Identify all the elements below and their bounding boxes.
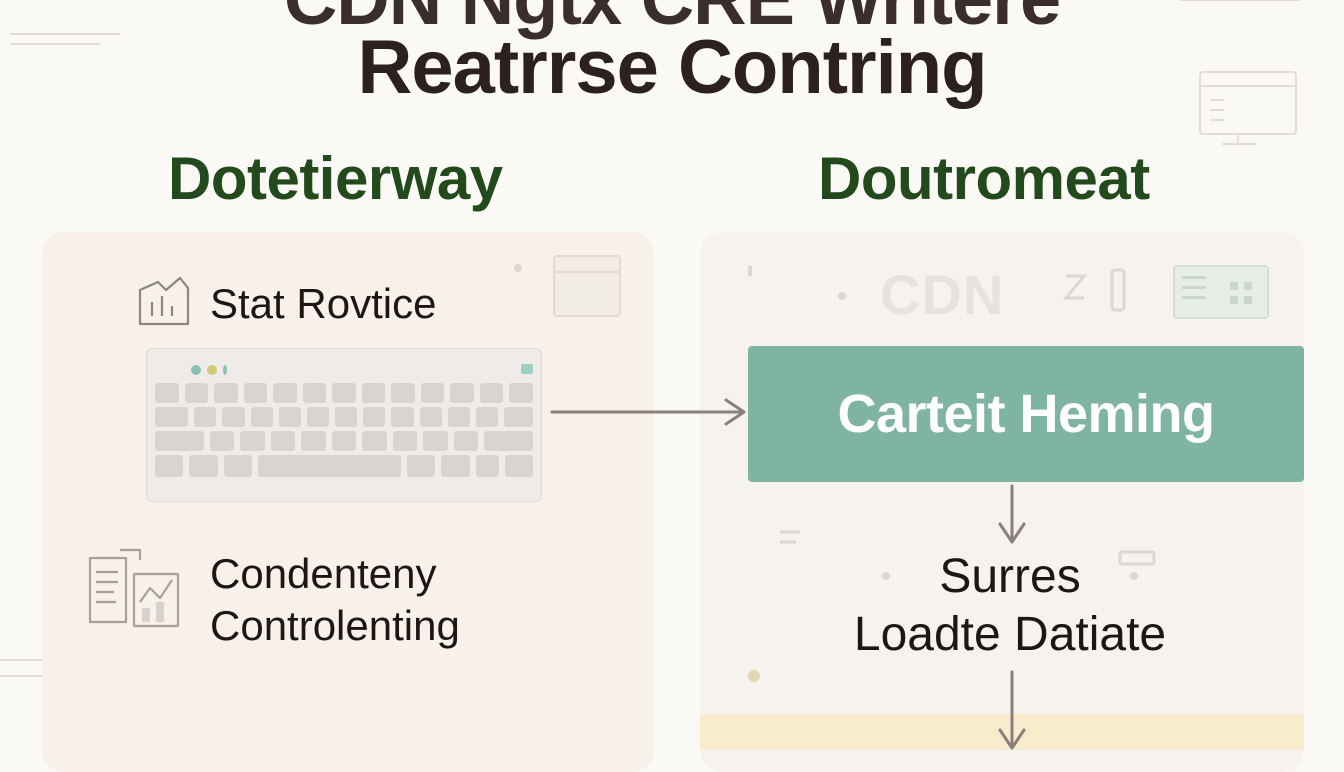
right-panel-decoration — [748, 265, 1269, 682]
content-controlling-label: Condenteny Controlenting — [210, 548, 460, 652]
right-column-heading: Doutromeat — [818, 145, 1150, 212]
faded-cdn-label: CDN — [880, 263, 1005, 326]
left-panel-decoration — [514, 255, 621, 317]
result-line-2: Loadte Datiate — [853, 608, 1167, 661]
keyboard-icon — [146, 348, 542, 502]
arrow-box-to-result — [998, 484, 1026, 544]
result-label: Surres Loadte Datiate — [700, 548, 1320, 664]
keyboard-row — [155, 407, 533, 427]
arrow-result-to-band — [998, 670, 1026, 750]
right-panel — [700, 232, 1304, 772]
content-caching-box: Carteit Heming — [748, 346, 1304, 482]
result-line-1: Surres — [939, 550, 1081, 603]
title-top-line: CDN Ngtx CRE Writere — [0, 0, 1344, 41]
flow-arrows — [550, 398, 1026, 750]
indicator-dot — [191, 365, 201, 375]
chart-icon — [138, 276, 190, 326]
keyboard-row — [155, 455, 533, 477]
left-panel — [42, 232, 654, 772]
arrow-keyboard-to-box — [550, 398, 746, 426]
keyboard-row — [155, 383, 533, 403]
stat-service-label: Stat Rovtice — [210, 280, 437, 327]
document-chart-icon — [88, 548, 180, 628]
left-column-heading: Dotetierway — [168, 145, 503, 212]
page-title: Reatrrse Contring — [357, 25, 987, 110]
keyboard-row — [155, 431, 534, 451]
indicator-dot — [223, 365, 227, 375]
content-controlling-line-1: Condenteny — [210, 550, 437, 597]
content-controlling-line-2: Controlenting — [210, 602, 460, 649]
indicator-dot — [207, 365, 217, 375]
content-caching-label: Carteit Heming — [837, 384, 1215, 444]
indicator-dot — [521, 364, 533, 374]
